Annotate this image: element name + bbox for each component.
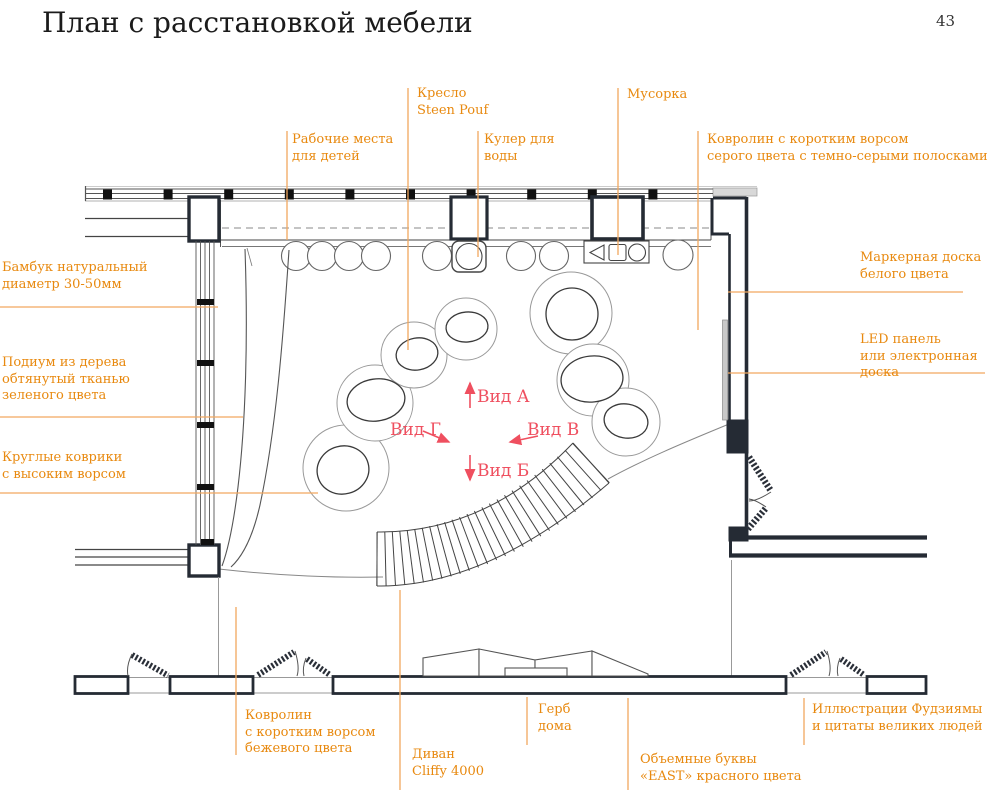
exterior-wall-lines (75, 217, 189, 566)
door-jamb-upper (726, 419, 749, 454)
view-g-label: Вид Г (390, 420, 441, 440)
stair-tread (572, 442, 610, 484)
stair-tread (534, 474, 568, 519)
label-marker-board: Маркерная доска белого цвета (860, 250, 982, 282)
sofa-cliffy (422, 648, 649, 677)
desk-chairs (280, 239, 694, 272)
stair-tread (444, 521, 461, 574)
label-carpet-beige: Ковролин с коротким ворсом бежевого цвет… (245, 708, 376, 757)
view-a-label: Вид А (477, 387, 530, 407)
label-emblem: Герб дома (538, 702, 572, 734)
water-cooler (451, 240, 487, 273)
stair-tread (511, 490, 542, 537)
carpet-boundary-curve (218, 423, 730, 578)
stair-tread (504, 494, 533, 542)
label-workplaces: Рабочие места для детей (292, 132, 394, 164)
view-g-arrow-icon (422, 430, 451, 443)
stair-tread (451, 519, 470, 571)
columns (187, 195, 645, 578)
label-bamboo: Бамбук натуральный диаметр 30-50мм (2, 260, 148, 292)
trash-triangle-icon (588, 244, 605, 261)
bottom-doors (127, 649, 866, 679)
label-sofa: Диван Cliffy 4000 (412, 747, 485, 779)
trash-station (583, 240, 650, 264)
stair-tread (496, 499, 524, 547)
window-mullions-top (103, 189, 658, 200)
stair-tread (391, 531, 396, 586)
leader-lines (0, 88, 985, 790)
stair-tread (466, 513, 489, 565)
stair-tread (421, 527, 434, 581)
label-led-panel: LED панель или электронная доска (860, 332, 978, 381)
label-cooler: Кулер для воды (484, 132, 555, 164)
stair-tread (519, 485, 551, 531)
stair-tread (488, 503, 515, 552)
stair-tread (549, 462, 585, 506)
amphitheatre-stairs (376, 442, 610, 587)
view-v-label: Вид В (527, 420, 580, 440)
top-window-wall (84, 186, 758, 202)
label-trash: Мусорка (627, 87, 688, 102)
stair-tread (557, 456, 593, 499)
label-illustrations: Иллюстрации Фудзиямы и цитаты великих лю… (812, 702, 983, 734)
label-armchair: Кресло Steen Pouf (417, 86, 489, 118)
poufs (316, 287, 649, 495)
marker-board (722, 319, 728, 421)
bamboo-screen (221, 248, 290, 568)
page-title: План с расстановкой мебели (42, 6, 473, 39)
right-wall (710, 196, 927, 558)
label-letters: Объемные буквы «EAST» красного цвета (640, 752, 802, 784)
stair-tread (481, 507, 506, 557)
right-wall-door (745, 455, 774, 532)
stair-tread (384, 531, 387, 586)
page-number: 43 (936, 12, 956, 30)
stair-tread (429, 525, 443, 579)
cooler-column (449, 195, 489, 241)
stair-tread (564, 449, 602, 491)
bottom-wall (73, 675, 928, 695)
stair-tread (414, 529, 424, 583)
label-podium: Подиум из дерева обтянутый тканью зелено… (2, 355, 130, 404)
lower-zone-edges (218, 560, 732, 677)
stair-tread (436, 524, 452, 577)
stair-tread (473, 510, 498, 561)
label-round-rugs: Круглые коврики с высоким ворсом (2, 450, 126, 482)
window-mullions-left (197, 299, 214, 545)
label-carpet-gray: Ковролин с коротким ворсом серого цвета … (707, 132, 988, 164)
left-window-wall (195, 241, 215, 545)
view-b-label: Вид Б (477, 461, 530, 481)
stair-tread (541, 468, 576, 513)
stair-tread (459, 516, 479, 568)
view-v-arrow-icon (508, 434, 539, 446)
stair-tread (406, 530, 415, 584)
stair-tread (399, 530, 406, 585)
view-arrows (422, 381, 539, 482)
stair-tread (526, 480, 559, 525)
